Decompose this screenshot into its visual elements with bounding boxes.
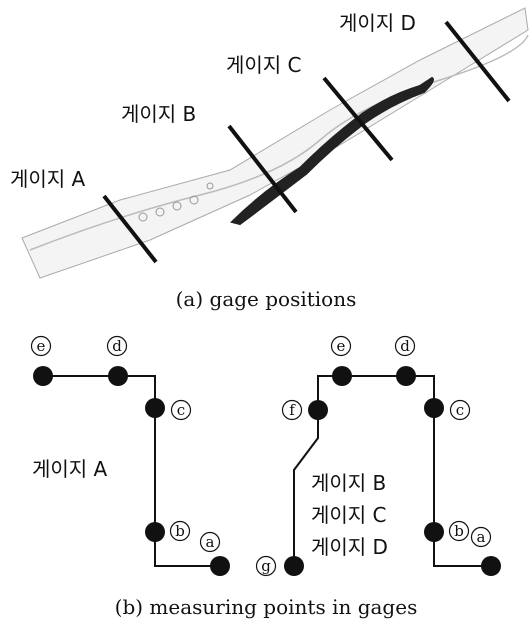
gage-label-b: 게이지 B: [121, 102, 196, 126]
label-d: d: [112, 337, 122, 355]
label-a: a: [206, 533, 215, 551]
gage-label-a: 게이지 A: [10, 167, 86, 191]
label-c: c: [456, 401, 464, 419]
label-f: f: [289, 401, 296, 419]
point-a: [210, 556, 230, 576]
gage-a-caption: 게이지 A: [32, 457, 108, 481]
label-ring-c: [449, 399, 471, 421]
caption-b: (b) measuring points in gages: [115, 595, 418, 619]
gage-line-b: [227, 124, 298, 214]
point-d: [108, 366, 128, 386]
gage-line-d: [444, 20, 511, 103]
label-b: b: [454, 522, 464, 540]
label-c: c: [177, 401, 185, 419]
point-e: [33, 366, 53, 386]
label-e: e: [337, 337, 346, 355]
label-ring-c: [170, 399, 192, 421]
hole: [189, 195, 199, 205]
label-b: b: [175, 522, 185, 540]
label-ring-e: [30, 335, 52, 357]
label-e: e: [37, 337, 46, 355]
hole: [138, 212, 148, 222]
point-c: [424, 398, 444, 418]
hole: [206, 182, 214, 190]
label-ring-a: [470, 526, 492, 548]
hole: [155, 207, 165, 217]
gage-a-path: [43, 375, 220, 567]
gage-bcd-diagram: e d f c b a g 게이지 B 게이지 C 게이지 D: [255, 335, 501, 577]
label-ring-g: [255, 555, 277, 577]
label-ring-d: [106, 335, 128, 357]
point-b: [145, 522, 165, 542]
specimen-outline: [21, 7, 529, 279]
point-b: [424, 522, 444, 542]
gage-line-a: [102, 194, 158, 264]
point-e: [332, 366, 352, 386]
point-c: [145, 398, 165, 418]
gage-label-c: 게이지 C: [226, 53, 302, 77]
gage-a-diagram: e d c b a 게이지 A: [30, 335, 230, 576]
label-ring-e: [330, 335, 352, 357]
point-f: [308, 400, 328, 420]
hole: [172, 201, 182, 211]
label-a: a: [477, 528, 486, 546]
label-ring-b: [169, 520, 191, 542]
label-ring-b: [448, 520, 470, 542]
gage-c-caption: 게이지 C: [311, 503, 387, 527]
label-ring-f: [281, 399, 303, 421]
point-g: [284, 556, 304, 576]
specimen-edge: [29, 34, 529, 251]
point-a: [481, 556, 501, 576]
specimen-sketch: [21, 7, 529, 279]
label-d: d: [400, 337, 410, 355]
gage-b-caption: 게이지 B: [311, 471, 386, 495]
crack-line: [230, 76, 434, 226]
gage-label-d: 게이지 D: [339, 11, 416, 35]
point-d: [396, 366, 416, 386]
gage-d-caption: 게이지 D: [311, 535, 388, 559]
label-ring-d: [394, 335, 416, 357]
label-g: g: [261, 557, 271, 575]
caption-a: (a) gage positions: [176, 287, 357, 311]
label-ring-a: [199, 531, 221, 553]
gage-line-c: [322, 76, 394, 162]
